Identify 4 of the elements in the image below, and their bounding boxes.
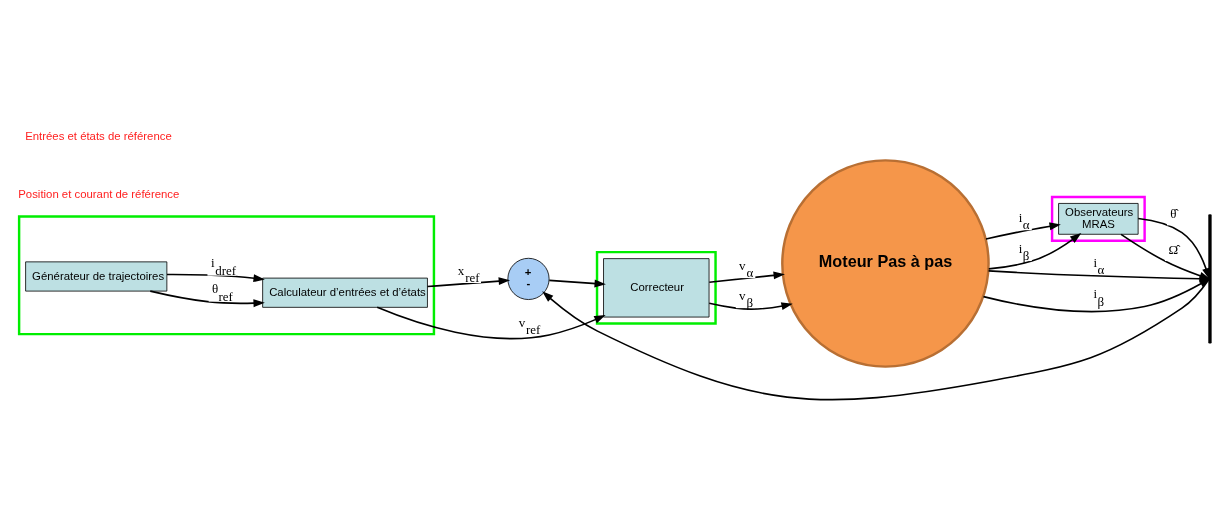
edge-label: Ω̂ — [1168, 241, 1179, 257]
label: Entrées et états de référence — [25, 129, 172, 142]
label: Position et courant de référence — [18, 187, 180, 200]
edge-label: θ̂ — [1170, 205, 1177, 221]
